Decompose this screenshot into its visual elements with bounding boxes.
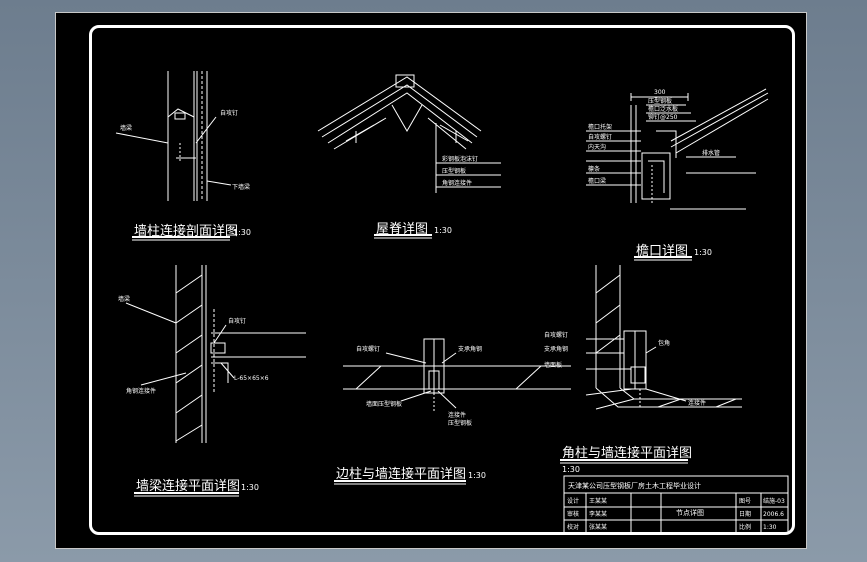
annotation: L-65×65×6: [234, 375, 269, 382]
title-block-cell: 2006.6: [763, 511, 784, 518]
title-block-cell: 王某某: [589, 498, 607, 505]
title-block-cell: 图号: [739, 498, 751, 505]
annotation: 自攻螺钉: [544, 331, 568, 339]
title-block-drawing-name: 节点详图: [676, 508, 704, 517]
annotation: 自攻螺钉: [356, 345, 380, 353]
annotation: 角钢连接件: [126, 387, 156, 395]
cad-viewport[interactable]: 墙柱连接剖面详图 1:30 屋脊详图 1:30 檐口详图 1:30 墙梁连接平面…: [55, 12, 807, 549]
title-block-cell: 张某某: [589, 523, 607, 531]
wall-beam-plan-graphic: [125, 265, 306, 443]
annotation: 檐口泛水板: [648, 105, 678, 113]
eave-detail-title: 檐口详图: [636, 244, 688, 259]
eave-detail-scale: 1:30: [694, 248, 712, 257]
title-block-cell: 审核: [567, 510, 579, 518]
annotation: 内天沟: [588, 143, 606, 151]
annotation: 彩钢板泡沫钉: [442, 155, 478, 163]
annotation: 支承角钢: [544, 345, 568, 353]
annotation: 檩条: [588, 165, 600, 173]
annotation: 檐口托架: [588, 123, 612, 131]
title-block-cell: 1:30: [763, 524, 777, 531]
side-column-plan-graphic: [343, 338, 571, 413]
side-column-plan-scale: 1:30: [468, 471, 486, 480]
ridge-detail-scale: 1:30: [434, 226, 452, 235]
annotation: 角钢连接件: [442, 179, 472, 187]
annotation: 压型钢板: [442, 167, 466, 175]
annotation: 墙面压型钢板: [366, 400, 402, 408]
side-column-plan-title: 边柱与墙连接平面详图: [336, 466, 466, 482]
annotation: 连接件: [688, 399, 706, 407]
annotation: 自攻钉: [220, 109, 238, 117]
ridge-detail-graphic: [317, 74, 501, 193]
title-block-cell: 结施-03: [763, 497, 785, 505]
drawing-frame: [89, 25, 795, 535]
title-block-cell: 校对: [567, 523, 579, 531]
annotation: 支承角钢: [458, 345, 482, 353]
eave-detail-graphic: [586, 88, 769, 210]
annotation: 下墙梁: [232, 183, 250, 191]
annotation: 压型钢板: [648, 97, 672, 105]
corner-column-plan-title: 角柱与墙连接平面详图: [562, 445, 692, 461]
title-block-cell: 李某某: [589, 510, 607, 518]
title-block-cell: 比例: [739, 523, 751, 531]
annotation: 檐口梁: [588, 177, 606, 185]
wall-beam-plan-scale: 1:30: [241, 483, 259, 492]
annotation: 墙面板: [544, 361, 562, 369]
annotation: 包角: [658, 339, 670, 347]
annotation: 压型钢板: [448, 419, 472, 427]
annotation: 自攻钉: [228, 317, 246, 325]
title-block-graphic: [563, 475, 789, 535]
cad-drawing: 墙柱连接剖面详图 1:30 屋脊详图 1:30 檐口详图 1:30 墙梁连接平面…: [115, 71, 789, 535]
corner-column-plan-scale: 1:30: [562, 465, 580, 474]
annotation: 自攻螺钉: [588, 133, 612, 141]
ridge-detail-title: 屋脊详图: [376, 222, 428, 237]
annotation: 排水管: [702, 149, 720, 157]
annotation: 铆钉@250: [648, 113, 678, 121]
dimension-text: 300: [654, 89, 666, 96]
annotation: 墙梁: [118, 295, 130, 303]
title-block-cell: 设计: [567, 497, 579, 505]
wall-column-section-scale: 1:30: [233, 228, 251, 237]
wall-column-section-graphic: [115, 71, 232, 201]
title-block-project: 天津某公司压型钢板厂房土木工程毕业设计: [568, 481, 701, 490]
annotation: 墙梁: [120, 124, 132, 132]
wall-beam-plan-title: 墙梁连接平面详图: [136, 478, 240, 494]
corner-column-plan-graphic: [585, 265, 742, 410]
wall-column-section-title: 墙柱连接剖面详图: [134, 223, 238, 239]
title-block-cell: 日期: [739, 510, 751, 518]
annotation: 连接件: [448, 411, 466, 419]
